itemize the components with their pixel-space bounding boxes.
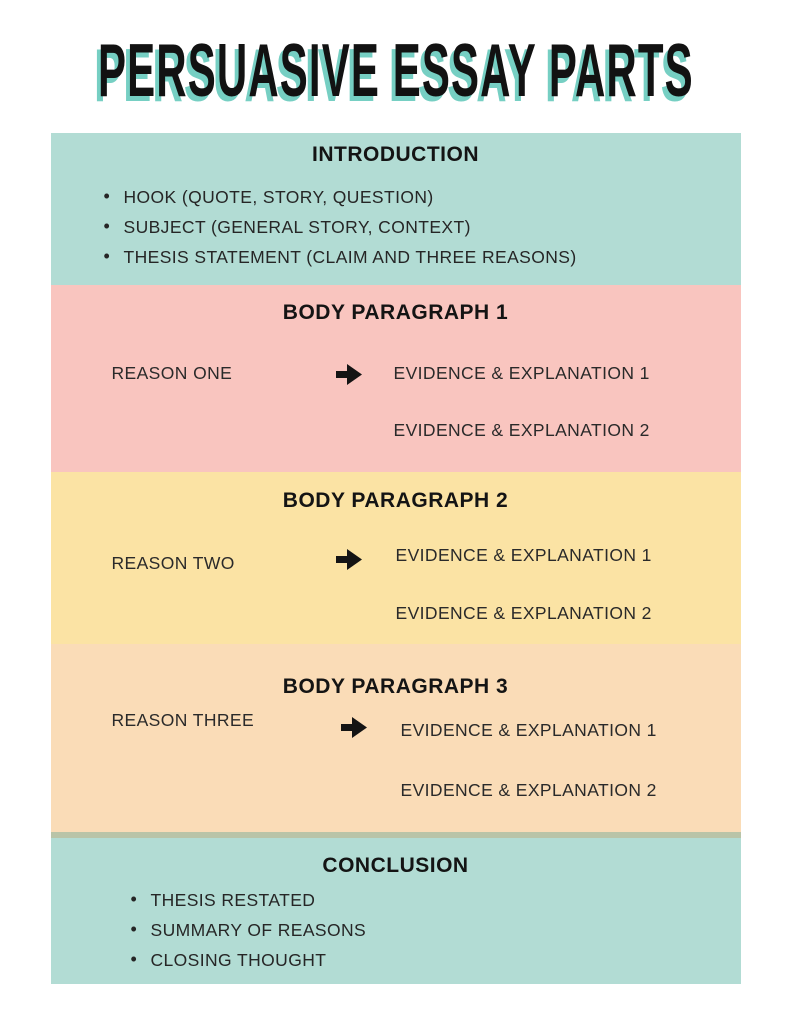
section-body-paragraph-1: BODY PARAGRAPH 1 REASON ONE EVIDENCE & E… (50, 285, 741, 472)
introduction-bullet-list: • HOOK (QUOTE, STORY, QUESTION) • SUBJEC… (104, 186, 577, 276)
evidence-label: EVIDENCE & EXPLANATION 2 (395, 603, 652, 623)
reason-label: REASON THREE (111, 710, 255, 730)
arrow-right-icon (335, 364, 362, 385)
evidence-label: EVIDENCE & EXPLANATION 2 (400, 780, 657, 800)
section-heading-body-2: BODY PARAGRAPH 2 (282, 489, 509, 512)
reason-label: REASON ONE (111, 363, 233, 383)
evidence-label: EVIDENCE & EXPLANATION 2 (393, 420, 650, 440)
bullet-text: SUBJECT (GENERAL STORY, CONTEXT) (123, 217, 471, 237)
reason-label: REASON TWO (111, 553, 235, 573)
bullet-text: THESIS STATEMENT (CLAIM AND THREE REASON… (123, 247, 577, 267)
list-item: • THESIS STATEMENT (CLAIM AND THREE REAS… (104, 246, 577, 268)
section-divider (50, 832, 741, 838)
section-conclusion: CONCLUSION • THESIS RESTATED • SUMMARY O… (50, 838, 741, 984)
poster-header: PERSUASIVE ESSAY PARTS (0, 0, 791, 133)
section-heading-introduction: INTRODUCTION (312, 143, 479, 166)
section-heading-body-1: BODY PARAGRAPH 1 (282, 301, 509, 324)
bullet-icon: • (103, 186, 111, 206)
sections: INTRODUCTION • HOOK (QUOTE, STORY, QUEST… (50, 133, 741, 984)
section-heading-conclusion: CONCLUSION (322, 854, 469, 877)
list-item: • HOOK (QUOTE, STORY, QUESTION) (104, 186, 577, 208)
bullet-icon: • (103, 216, 111, 236)
bullet-icon: • (130, 949, 138, 969)
bullet-text: THESIS RESTATED (150, 890, 316, 910)
section-introduction: INTRODUCTION • HOOK (QUOTE, STORY, QUEST… (50, 133, 741, 285)
bullet-text: CLOSING THOUGHT (150, 950, 327, 970)
evidence-label: EVIDENCE & EXPLANATION 1 (395, 545, 652, 565)
bullet-icon: • (103, 246, 111, 266)
bullet-text: HOOK (QUOTE, STORY, QUESTION) (123, 187, 434, 207)
bullet-icon: • (130, 919, 138, 939)
list-item: • CLOSING THOUGHT (131, 949, 367, 971)
conclusion-bullet-list: • THESIS RESTATED • SUMMARY OF REASONS •… (131, 889, 367, 979)
arrow-right-icon (340, 717, 367, 738)
bullet-text: SUMMARY OF REASONS (150, 920, 367, 940)
section-body-paragraph-2: BODY PARAGRAPH 2 REASON TWO EVIDENCE & E… (50, 472, 741, 644)
bullet-icon: • (130, 889, 138, 909)
poster: PERSUASIVE ESSAY PARTS INTRODUCTION • HO… (0, 0, 791, 984)
page-title: PERSUASIVE ESSAY PARTS (97, 28, 694, 112)
list-item: • THESIS RESTATED (131, 889, 367, 911)
list-item: • SUMMARY OF REASONS (131, 919, 367, 941)
section-body-paragraph-3: BODY PARAGRAPH 3 REASON THREE EVIDENCE &… (50, 644, 741, 832)
section-heading-body-3: BODY PARAGRAPH 3 (282, 675, 509, 698)
arrow-right-icon (335, 549, 362, 570)
list-item: • SUBJECT (GENERAL STORY, CONTEXT) (104, 216, 577, 238)
evidence-label: EVIDENCE & EXPLANATION 1 (400, 720, 657, 740)
evidence-label: EVIDENCE & EXPLANATION 1 (393, 363, 650, 383)
